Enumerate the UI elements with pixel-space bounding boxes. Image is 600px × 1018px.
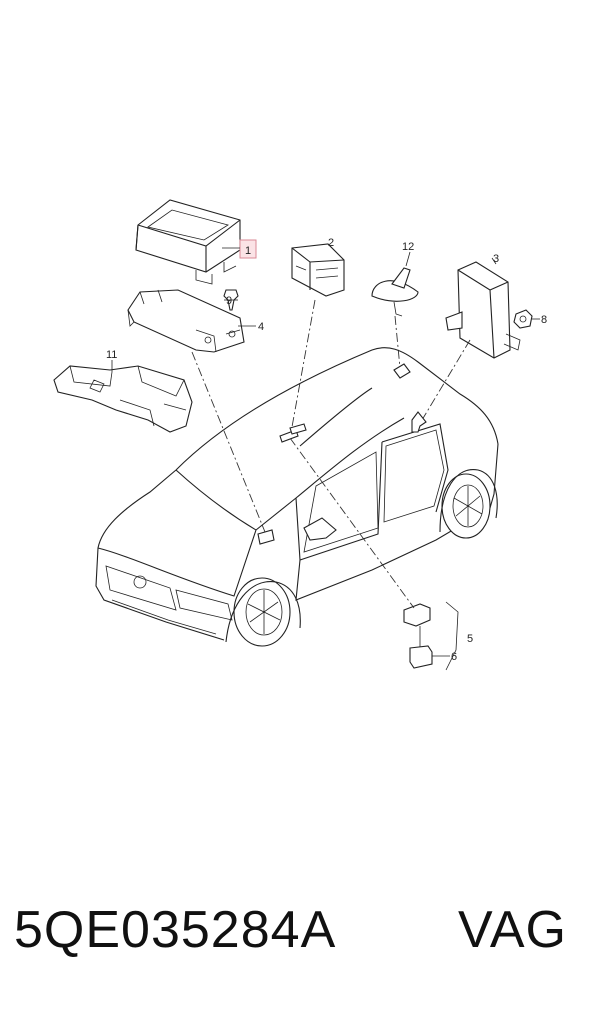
callout-12: 12 [402,241,414,253]
callout-8: 8 [541,314,547,326]
leader-lines [191,299,471,609]
callout-1-highlight [239,239,257,259]
switch-module-part-2 [291,243,345,297]
callout-6: 6 [451,651,457,663]
part-number-label: 5QE035284A [14,901,337,959]
car-illustration [95,347,499,647]
callout-1: 1 [245,245,251,257]
callout-5-bracket [445,601,459,671]
brand-label: VAG [458,901,567,959]
callout-9: 9 [226,295,232,307]
module-part-3 [445,261,521,359]
callout-3: 3 [493,253,499,265]
roof-antenna-part-12 [371,267,419,317]
control-unit-part-1 [135,199,241,285]
callout-5: 5 [467,633,473,645]
callout-11: 11 [106,349,117,361]
bracket-part-4 [127,289,245,353]
nut-part-8 [513,309,533,329]
callout-4: 4 [258,321,264,333]
sensor-part-6 [403,603,433,669]
mount-plate-part-11 [53,365,193,433]
callout-2: 2 [328,237,334,249]
